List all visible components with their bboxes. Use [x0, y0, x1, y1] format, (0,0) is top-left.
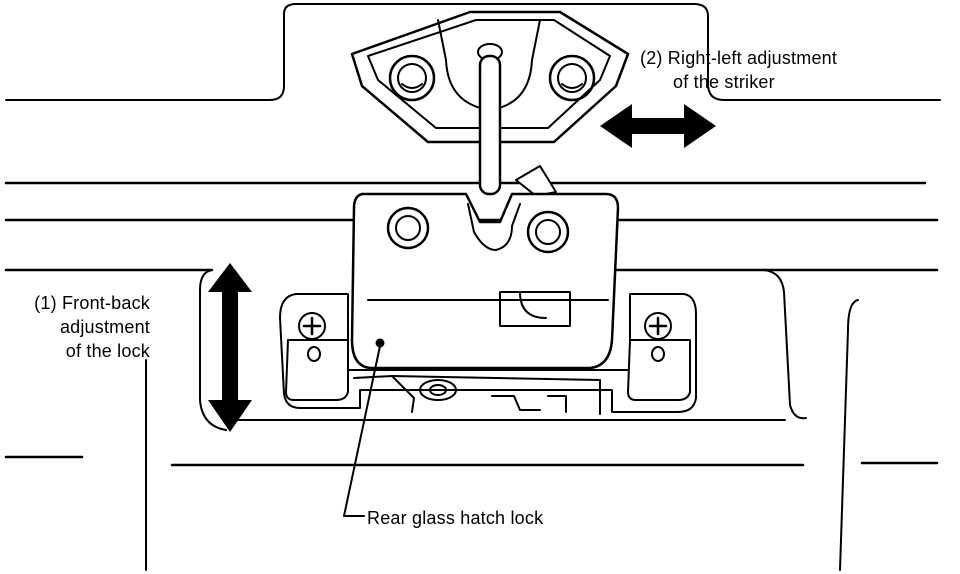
lock-mounting-bracket: [279, 293, 697, 415]
striker-right-bolt: [548, 54, 596, 102]
left-mounting-tab: [285, 312, 349, 401]
lock-adjustment-line1: (1) Front-back: [34, 293, 150, 313]
upper-body-panel: [5, 3, 941, 101]
striker-adjustment-label: (2) Right-left adjustment of the striker: [640, 46, 837, 94]
lock-adjustment-line3: of the lock: [65, 341, 150, 361]
striker-pin: [478, 54, 502, 196]
striker-adjustment-line1: (2) Right-left adjustment: [640, 48, 838, 68]
front-back-arrow-icon: [208, 263, 252, 432]
lower-panel: [145, 269, 859, 571]
lock-leader-line: [343, 345, 381, 517]
lock-right-rivet: [526, 210, 570, 254]
right-mounting-tab: [627, 312, 691, 401]
lock-left-rivet: [386, 206, 430, 250]
striker-left-bolt: [388, 54, 436, 102]
hatch-lock-body: [350, 165, 620, 370]
striker-adjustment-line2: of the striker: [673, 72, 775, 92]
lock-adjustment-label: (1) Front-back adjustment of the lock: [8, 291, 150, 363]
lock-name-label: Rear glass hatch lock: [367, 508, 544, 528]
lock-adjustment-line2: adjustment: [59, 317, 150, 337]
right-left-arrow-icon: [600, 104, 716, 148]
